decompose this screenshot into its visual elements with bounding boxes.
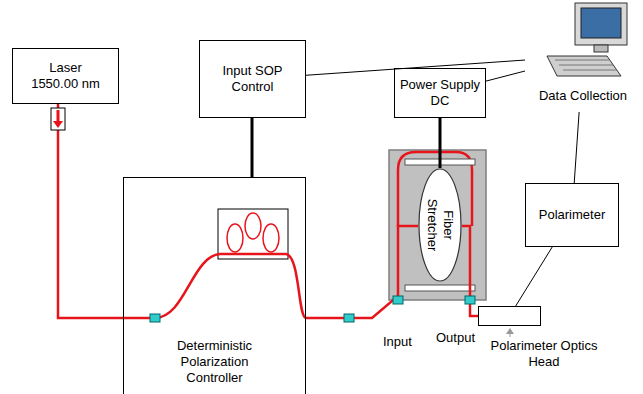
screen: [581, 8, 621, 38]
signal-cable: [516, 247, 553, 306]
polarimeter-box: Polarimeter: [525, 183, 619, 247]
control-box: Input SOP Control: [199, 40, 306, 118]
monitor: [575, 3, 627, 45]
optical-fiber: [306, 226, 418, 318]
controller-box: Deterministic Polarization Controller: [123, 177, 306, 394]
keyboard-keys: [555, 60, 617, 70]
optical-fiber: [58, 104, 123, 318]
fiber-loop: [227, 224, 243, 252]
paddle-box: [218, 209, 288, 259]
node-label: Polarimeter Optics Head: [479, 338, 609, 370]
optics-head: Polarimeter Optics Head: [478, 306, 541, 326]
fiber-connector: [344, 314, 354, 322]
ellipse-outline: [419, 169, 461, 281]
node-label: Data Collection: [525, 88, 641, 104]
fiber-loop: [263, 224, 279, 252]
pointer-arrow: [506, 328, 514, 334]
fiber-connector: [393, 296, 403, 304]
node-label: Polarimeter: [529, 207, 615, 223]
fiber-stretcher: Fiber Stretcher: [418, 168, 462, 282]
fiber-loop: [245, 213, 261, 239]
node-label: Laser 1550.00 nm: [28, 60, 104, 92]
signal-cable: [486, 71, 525, 81]
node-label: Power Supply DC: [398, 77, 482, 109]
fiber-connector: [465, 296, 475, 304]
signal-cable: [439, 118, 442, 168]
stopper-bar: [405, 285, 475, 291]
isolator: [51, 108, 65, 130]
port-label: Output: [436, 330, 475, 346]
optical-fiber: [462, 226, 478, 316]
node-label: Fiber Stretcher: [424, 194, 456, 256]
node-label: Deterministic Polarization Controller: [170, 338, 260, 386]
signal-cable: [251, 118, 254, 177]
signal-cable: [574, 112, 579, 183]
fiber-connector: [150, 314, 160, 322]
fiber: [123, 254, 306, 318]
monitor-stand: [594, 45, 608, 52]
computer-icon: Data Collection: [525, 0, 641, 112]
port-label: Input: [383, 334, 412, 350]
keyboard: [547, 56, 621, 76]
power-supply-box: Power Supply DC: [394, 68, 486, 118]
isolator-arrow: [57, 110, 60, 122]
laser-box: Laser 1550.00 nm: [12, 48, 119, 104]
isolator-arrow: [53, 121, 63, 128]
node-label: Input SOP Control: [213, 63, 293, 95]
